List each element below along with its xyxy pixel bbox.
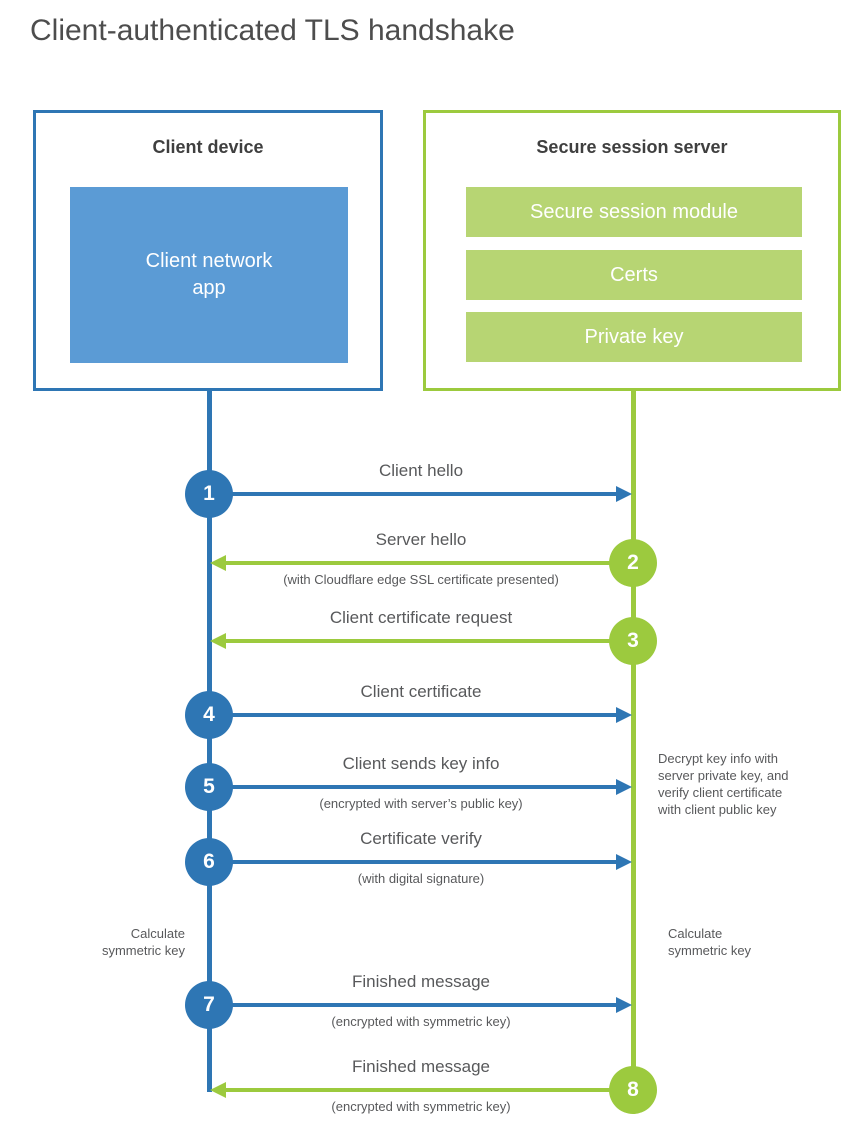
note-calculate-symmetric-key-client: Calculate symmetric key [101,926,185,958]
client-lifeline [207,391,212,1092]
note-calculate-symmetric-key-server: Calculate symmetric key [668,926,752,958]
step-2-message-label: Server hello [375,530,467,549]
step-7-message-label: Finished message [352,972,490,991]
step-2-message-sublabel: (with Cloudflare edge SSL certificate pr… [283,572,559,587]
step-8-number-badge: 8 [609,1066,657,1114]
step-4-arrow-line [209,713,616,717]
step-8-message-sublabel: (encrypted with symmetric key) [331,1099,511,1114]
step-5-arrow-line [209,785,616,789]
step-7-arrowhead-icon [616,997,632,1013]
client-network-app-box: Client network app [70,187,348,363]
step-6-message-sublabel: (with digital signature) [357,871,485,886]
step-7-message-sublabel: (encrypted with symmetric key) [331,1014,511,1029]
module-bar-private-key: Private key [466,312,802,362]
client-device-box: Client device Client network app [33,110,383,391]
step-7-arrow-line [209,1003,616,1007]
module-bar-secure-session-module: Secure session module [466,187,802,237]
step-1-message-label: Client hello [378,461,464,480]
step-1-number: 1 [203,482,215,505]
step-2-number-badge: 2 [609,539,657,587]
step-3-number: 3 [627,629,639,652]
step-5-arrowhead-icon [616,779,632,795]
server-box: Secure session server Secure session mod… [423,110,841,391]
step-7-number-badge: 7 [185,981,233,1029]
step-1-arrowhead-icon [616,486,632,502]
step-6-arrowhead-icon [616,854,632,870]
server-box-title: Secure session server [536,137,728,157]
step-8-number: 8 [627,1078,639,1101]
step-3-number-badge: 3 [609,617,657,665]
step-6-message-label: Certificate verify [360,829,482,848]
step-5-number-badge: 5 [185,763,233,811]
step-7-number: 7 [203,993,215,1016]
step-8-arrowhead-icon [210,1082,226,1098]
step-1-arrow-line [209,492,616,496]
page-title: Client-authenticated TLS handshake [30,14,515,47]
step-8-message-label: Finished message [352,1057,490,1076]
step-2-arrowhead-icon [210,555,226,571]
step-1-number-badge: 1 [185,470,233,518]
step-6-number: 6 [203,850,215,873]
step-3-message-label: Client certificate request [329,608,513,627]
step-6-arrow-line [209,860,616,864]
client-device-title: Client device [152,137,264,157]
step-5-message-label: Client sends key info [342,754,500,773]
step-5-number: 5 [203,775,215,798]
step-6-number-badge: 6 [185,838,233,886]
server-lifeline [631,391,636,1090]
note-decrypt-key-info: Decrypt key info with server private key… [658,751,789,817]
step-4-arrowhead-icon [616,707,632,723]
step-2-number: 2 [627,551,639,574]
step-4-message-label: Client certificate [360,682,482,701]
step-4-number: 4 [203,703,215,726]
step-8-arrow-line [226,1088,633,1092]
step-2-arrow-line [226,561,633,565]
module-bar-certs: Certs [466,250,802,300]
step-5-message-sublabel: (encrypted with server’s public key) [319,796,523,811]
step-3-arrowhead-icon [210,633,226,649]
step-4-number-badge: 4 [185,691,233,739]
step-3-arrow-line [226,639,633,643]
